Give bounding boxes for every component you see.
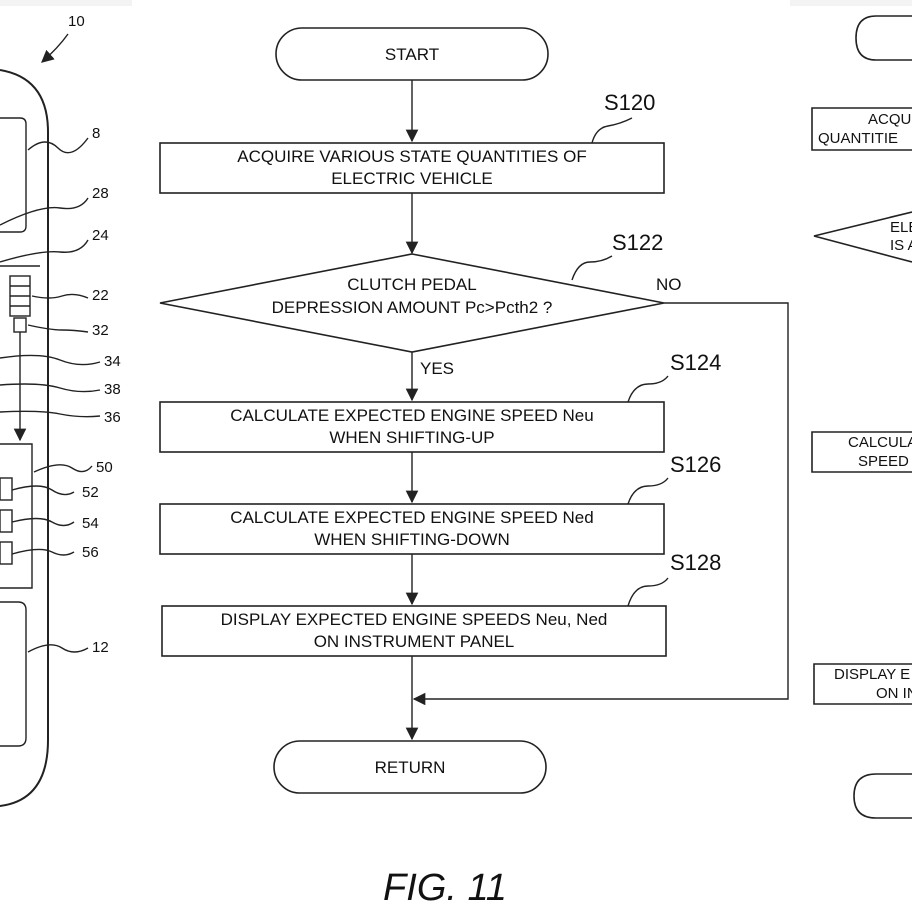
return-label: RETURN: [375, 758, 446, 777]
left-device-panel: 10 8 2: [0, 13, 121, 807]
ref-label: 12: [92, 639, 109, 656]
ref-label: 32: [92, 322, 109, 339]
ref-label: 28: [92, 185, 109, 202]
ref-label: 8: [92, 125, 100, 142]
process-text: WHEN SHIFTING-UP: [329, 428, 494, 447]
ref-label: 34: [104, 353, 121, 370]
right-decision: [813, 211, 912, 263]
fragment-text: QUANTITIE: [818, 130, 898, 147]
fragment-text: ELE: [890, 219, 912, 236]
step-leader: [627, 477, 669, 505]
ref-label: 56: [82, 544, 99, 561]
ref-label: 24: [92, 227, 109, 244]
process-box-s126: [159, 503, 665, 555]
left-panel-edge: [0, 0, 132, 6]
device-ref-label: 10: [68, 13, 85, 30]
process-text: ON INSTRUMENT PANEL: [314, 632, 515, 651]
device-ref-arrow: [41, 33, 69, 63]
process-text: CALCULATE EXPECTED ENGINE SPEED Ned: [230, 508, 593, 527]
right-process-box: [813, 663, 912, 705]
right-process-box: [811, 107, 912, 151]
ref-label: 54: [82, 515, 99, 532]
no-branch-line: [412, 302, 789, 706]
decision-text: DEPRESSION AMOUNT Pc>Pcth2 ?: [272, 298, 553, 317]
right-panel-edge: [790, 0, 912, 6]
decision-text: CLUTCH PEDAL: [347, 275, 476, 294]
step-id: S124: [670, 350, 721, 375]
lower-block: [0, 601, 27, 747]
fragment-text: IS A: [890, 237, 912, 254]
right-start-terminal: [855, 15, 912, 61]
step-leader: [627, 577, 669, 607]
upper-block: [0, 117, 27, 233]
no-label: NO: [656, 275, 682, 294]
start-label: START: [385, 45, 439, 64]
fragment-text: ON IN: [876, 685, 912, 702]
flowchart: START ACQUIRE VARIOUS STATE QUANTITIES O…: [159, 27, 789, 794]
process-box-s124: [159, 401, 665, 453]
module-56: [0, 541, 13, 565]
sensor-32: [13, 317, 27, 333]
fragment-text: ACQUI: [868, 111, 912, 128]
ref-label: 52: [82, 484, 99, 501]
yes-label: YES: [420, 359, 454, 378]
ref-label: 22: [92, 287, 109, 304]
process-box-s120: [159, 142, 665, 194]
right-process-box: [811, 431, 912, 473]
step-id: S126: [670, 452, 721, 477]
step-id: S120: [604, 90, 655, 115]
right-flowchart-fragment: ACQUI QUANTITIE ELE IS A CALCULA SPEED D…: [811, 15, 912, 819]
fragment-text: DISPLAY E: [834, 666, 910, 683]
ref-label: 36: [104, 409, 121, 426]
ref-label: 38: [104, 381, 121, 398]
right-return-terminal: [853, 773, 912, 819]
module-54: [0, 509, 13, 533]
process-text: ACQUIRE VARIOUS STATE QUANTITIES OF: [237, 147, 586, 166]
device-body-outline: [0, 69, 49, 807]
step-leader: [571, 255, 613, 281]
process-text: DISPLAY EXPECTED ENGINE SPEEDS Neu, Ned: [221, 610, 608, 629]
process-text: CALCULATE EXPECTED ENGINE SPEED Neu: [230, 406, 593, 425]
process-box-s128: [161, 605, 667, 657]
figure-caption: FIG. 11: [383, 867, 507, 909]
step-id: S122: [612, 230, 663, 255]
fragment-text: SPEED: [858, 453, 909, 470]
step-leader: [627, 375, 669, 403]
return-terminal: [273, 740, 547, 794]
controller-block-50: [0, 443, 33, 589]
fragment-text: CALCULA: [848, 434, 912, 451]
module-52: [0, 477, 13, 501]
step-id: S128: [670, 550, 721, 575]
ref-label: 50: [96, 459, 113, 476]
step-leader: [591, 117, 633, 144]
process-text: WHEN SHIFTING-DOWN: [314, 530, 509, 549]
process-text: ELECTRIC VEHICLE: [331, 169, 493, 188]
